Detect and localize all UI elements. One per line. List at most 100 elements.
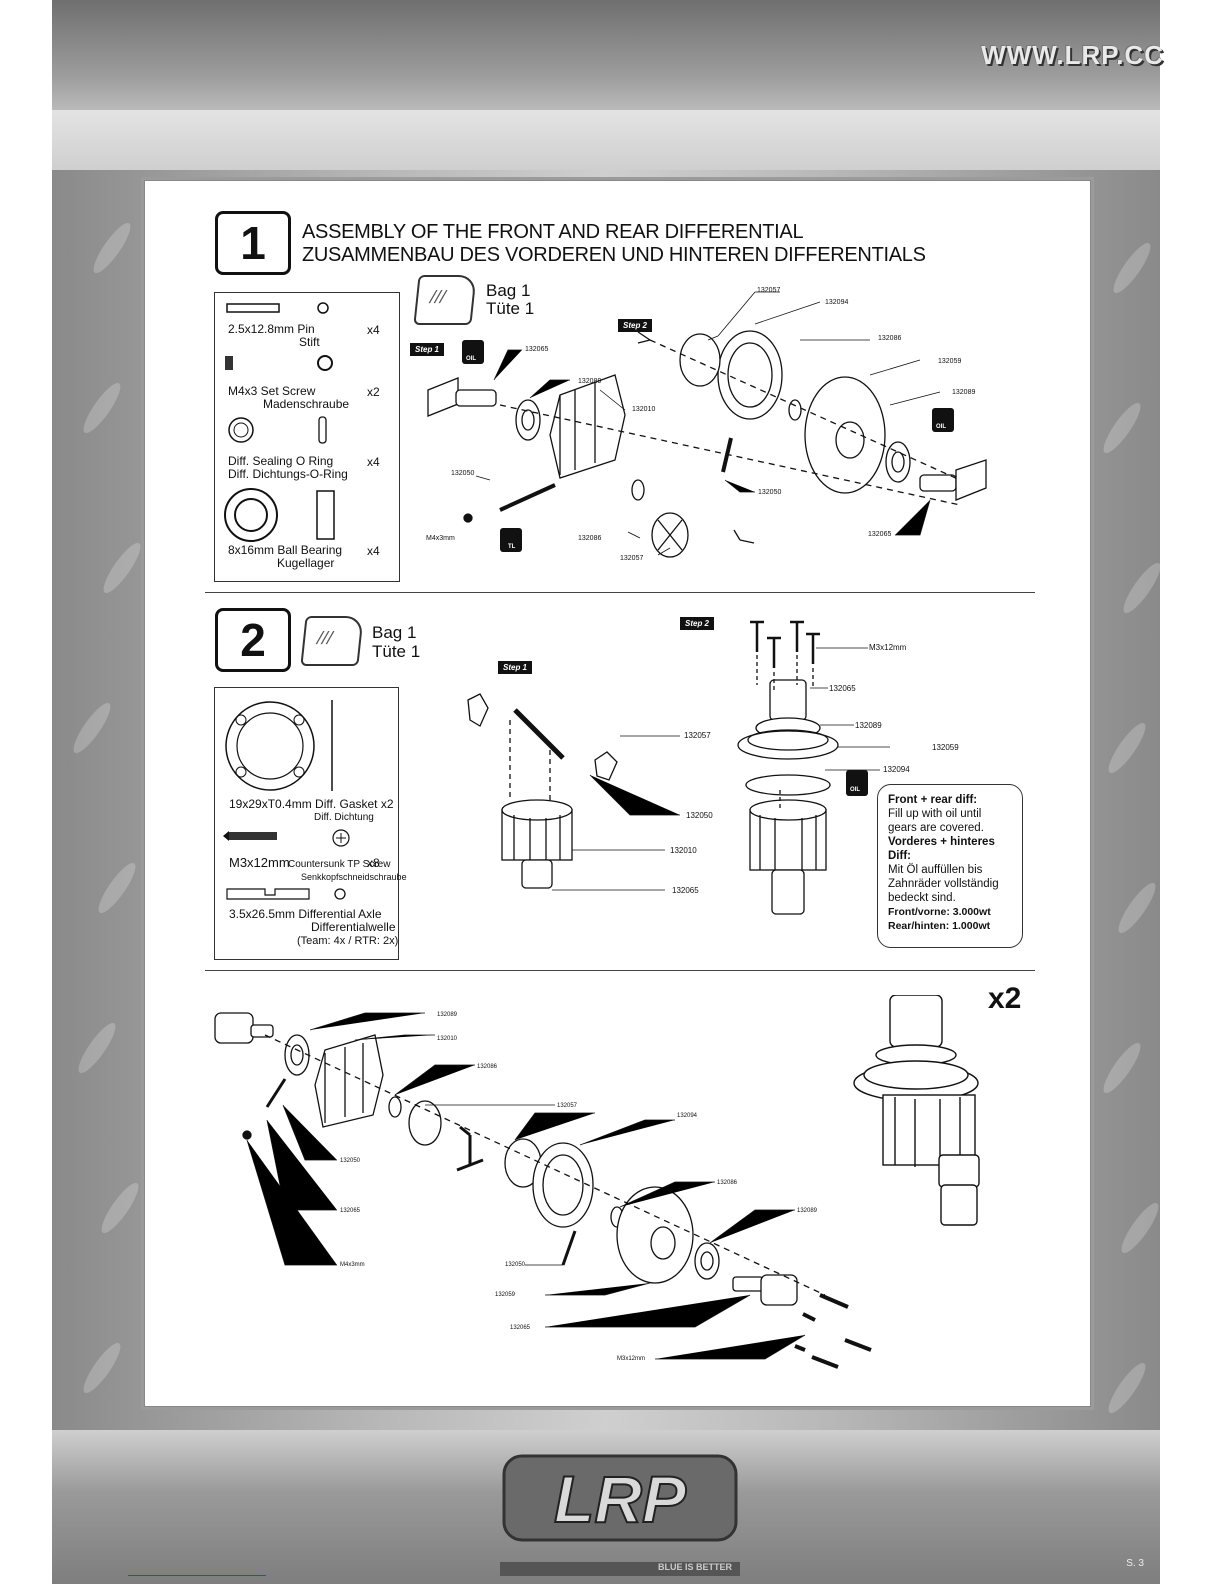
pn-m4x3-a: M4x3mm [426, 535, 455, 542]
note-line: Front/vorne: 3.000wt [888, 906, 991, 918]
pn-132089-a: 132089 [952, 389, 976, 396]
pn-132086-c: 132086 [477, 1064, 498, 1070]
step1-number: 1 [215, 211, 291, 275]
part-gasket-name: 19x29xT0.4mm Diff. Gasket x2 [229, 797, 394, 811]
part-pin-sub: Stift [299, 335, 320, 349]
part-bearing-name: 8x16mm Ball Bearing [228, 543, 343, 557]
step2-bag-de: Tüte 1 [372, 642, 421, 661]
pn-132010-a: 132010 [632, 406, 656, 413]
part-setscrew-qty: x2 [367, 385, 380, 399]
note-line: Zahnräder vollständig [888, 878, 999, 890]
pn-132065-e: 132065 [340, 1208, 361, 1214]
oil-label: OIL [466, 356, 476, 362]
note-line: Front + rear diff: [888, 794, 978, 806]
step2-parts-list: 19x29xT0.4mm Diff. Gasket x2 Diff. Dicht… [214, 687, 407, 960]
step2-bag-en: Bag 1 [372, 623, 417, 642]
tl-label: TL [508, 544, 516, 550]
part-bearing-qty: x4 [367, 544, 380, 558]
website-url: WWW.LRP.CC [981, 40, 1164, 70]
step1-badge-step1: Step 1 [410, 343, 445, 356]
step1-title-de: ZUSAMMENBAU DES VORDEREN UND HINTEREN DI… [302, 244, 926, 266]
pn-132065-c: 132065 [829, 684, 856, 693]
pn-132010-c: 132010 [437, 1036, 458, 1042]
pn-m4x3-b: M4x3mm [340, 1262, 365, 1268]
part-oring-qty: x4 [367, 455, 380, 469]
note-line: Rear/hinten: 1.000wt [888, 920, 991, 932]
pn-132050-e: 132050 [505, 1262, 526, 1268]
bag-icon [300, 616, 364, 666]
part-axle-name: 3.5x26.5mm Differential Axle [229, 907, 382, 921]
pn-132010-b: 132010 [670, 846, 697, 855]
part-setscrew-name: M4x3 Set Screw [228, 384, 316, 398]
oil-label: OIL [850, 787, 860, 793]
pn-m3x12-a: M3x12mm [869, 643, 907, 652]
part-oring-sub: Diff. Dichtungs-O-Ring [228, 467, 348, 481]
step2-badge-step1: Step 1 [498, 661, 533, 674]
pn-132059-c: 132059 [495, 1292, 516, 1298]
pn-132057-d: 132057 [557, 1103, 578, 1109]
pn-132094-c: 132094 [677, 1113, 698, 1119]
logo-text: LRP [554, 1462, 687, 1536]
pn-132059-a: 132059 [938, 358, 962, 365]
pn-132050-c: 132050 [686, 811, 713, 820]
exploded-diagram [214, 995, 980, 1369]
pn-132050-a: 132050 [451, 470, 475, 477]
part-axle-note: (Team: 4x / RTR: 2x) [297, 935, 399, 947]
step1-title-en: ASSEMBLY OF THE FRONT AND REAR DIFFERENT… [302, 221, 804, 243]
pn-132057-b: 132057 [620, 555, 644, 562]
pn-132057-c: 132057 [684, 731, 711, 740]
pn-132050-b: 132050 [758, 489, 782, 496]
lrp-logo: LRP [502, 1454, 738, 1542]
step1-bag-de: Tüte 1 [486, 299, 535, 318]
part-pin-name: 2.5x12.8mm Pin [228, 322, 315, 336]
part-bearing-sub: Kugellager [277, 556, 335, 570]
part-setscrew-sub: Madenschraube [263, 397, 350, 411]
part-screw-qty: x8 [367, 856, 380, 870]
pn-132089-e: 132089 [797, 1208, 818, 1214]
part-axle-sub: Differentialwelle [311, 920, 396, 934]
step1-parts-icons [224, 302, 335, 542]
pn-132059-b: 132059 [932, 743, 959, 752]
note-line: Vorderes + hinteres Diff: [888, 836, 995, 862]
pn-132065-f: 132065 [510, 1325, 531, 1331]
part-screw-sub: Senkkopfschneidschraube [301, 872, 407, 882]
link-underline[interactable] [128, 1575, 266, 1576]
part-pin-qty: x4 [367, 323, 380, 337]
part-gasket-sub: Diff. Dichtung [314, 812, 374, 823]
step1-bag-en: Bag 1 [486, 281, 531, 300]
pn-132065-d: 132065 [672, 886, 699, 895]
pn-132057-a: 132057 [757, 287, 781, 294]
step1-parts-list: 2.5x12.8mm Pin Stift x4 M4x3 Set Screw M… [214, 292, 400, 582]
step1-badge-step2: Step 2 [618, 319, 653, 332]
note-line: Mit Öl auffüllen bis [888, 864, 983, 876]
step2-diagram: OIL [467, 620, 890, 915]
part-oring-name: Diff. Sealing O Ring [228, 454, 334, 468]
note-line: bedeckt sind. [888, 892, 956, 904]
part-screw-name: M3x12mm [229, 855, 290, 870]
brand-tagline: BLUE IS BETTER [500, 1562, 740, 1576]
pn-132094-a: 132094 [825, 299, 849, 306]
section-divider [205, 970, 1035, 971]
note-line: gears are covered. [888, 822, 984, 834]
oil-fill-note: Front + rear diff: Fill up with oil unti… [877, 784, 1023, 948]
pn-132094-b: 132094 [883, 765, 910, 774]
pn-132089-b: 132089 [578, 378, 602, 385]
pn-132086-d: 132086 [717, 1180, 738, 1186]
step2-number: 2 [215, 608, 291, 672]
section-divider [205, 592, 1035, 593]
page-number: S. 3 [1126, 1558, 1144, 1569]
pn-m3x12-b: M3x12mm [617, 1356, 646, 1362]
note-line: Fill up with oil until [888, 808, 982, 820]
step2-parts-icons [223, 700, 350, 900]
pn-132089-c: 132089 [855, 721, 882, 730]
step1-diagram: OIL OIL TL [427, 291, 987, 558]
header-bar [52, 0, 1160, 170]
step2-badge-step2: Step 2 [680, 617, 715, 630]
pn-132065-a: 132065 [525, 346, 549, 353]
part-screw-type: Countersunk TP Screw [288, 859, 391, 870]
pn-132086-a: 132086 [878, 335, 902, 342]
pn-132089-d: 132089 [437, 1012, 458, 1018]
oil-label: OIL [936, 424, 946, 430]
pn-132050-d: 132050 [340, 1158, 361, 1164]
pn-132086-b: 132086 [578, 535, 602, 542]
